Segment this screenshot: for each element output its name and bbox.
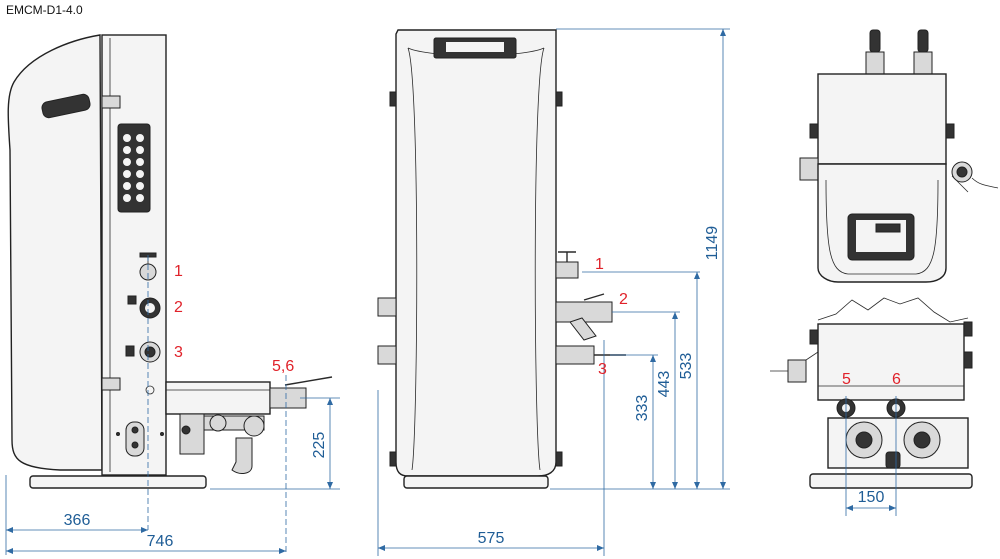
bottom-cabinet	[817, 323, 965, 401]
bottom-base	[809, 473, 973, 489]
top-cabinet-upper	[817, 73, 947, 165]
dim-front-443: 443	[656, 371, 673, 398]
top-valve-left	[865, 29, 885, 75]
dim-front-333: 333	[634, 395, 651, 422]
callout-front-1: 1	[595, 256, 604, 273]
model-title: EMCM-D1-4.0	[6, 3, 83, 17]
dim-front-1149: 1149	[704, 226, 721, 261]
front-valve-2	[555, 293, 613, 341]
callout-side-3: 3	[174, 344, 183, 361]
side-tray	[165, 381, 271, 415]
side-base	[29, 475, 207, 489]
callout-bottom-6: 6	[892, 371, 901, 388]
side-view	[5, 34, 340, 555]
front-left-port-bottom	[377, 345, 397, 365]
side-valve-3	[125, 341, 161, 363]
top-valve-right	[913, 29, 933, 75]
front-base	[403, 475, 549, 489]
callout-bottom-5: 5	[842, 371, 851, 388]
callout-side-2: 2	[174, 299, 183, 316]
callout-front-2: 2	[619, 291, 628, 308]
break-line	[817, 297, 969, 323]
dim-front-533: 533	[678, 353, 695, 380]
bottom-view	[770, 297, 973, 516]
dim-bottom-150: 150	[858, 489, 885, 506]
front-view	[377, 28, 730, 556]
callout-side-1: 1	[174, 263, 183, 280]
dim-side-366: 366	[64, 512, 91, 529]
side-shell-curve	[7, 34, 103, 471]
front-cabinet	[395, 29, 557, 477]
top-view	[799, 29, 999, 283]
side-handle-slot	[41, 93, 91, 119]
callout-side-56: 5,6	[272, 358, 294, 375]
dim-front-575: 575	[478, 530, 505, 547]
side-valve-2	[127, 295, 161, 319]
keypad	[117, 123, 151, 213]
front-valve-1	[555, 251, 579, 279]
front-left-port-top	[377, 297, 397, 317]
callout-front-3: 3	[598, 361, 607, 378]
dim-side-746: 746	[147, 533, 174, 550]
dim-side-225: 225	[311, 432, 328, 459]
